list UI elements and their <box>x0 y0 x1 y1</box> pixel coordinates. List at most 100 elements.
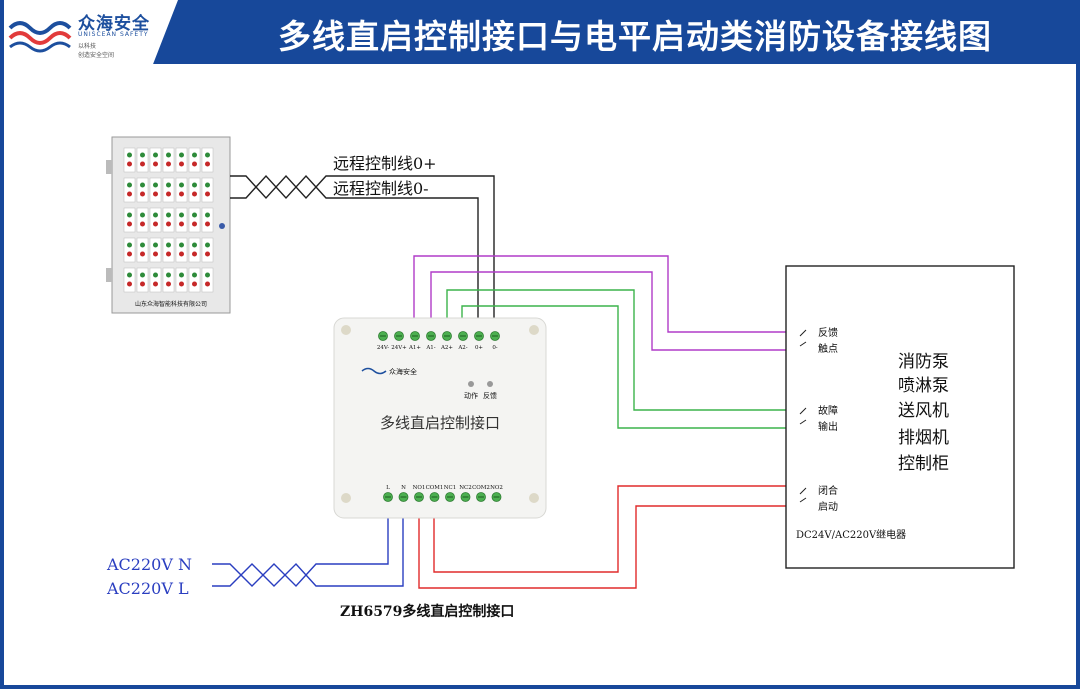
panel-button <box>201 267 214 293</box>
remote-wires <box>230 174 495 330</box>
panel-button <box>149 147 162 173</box>
remote-plus-label: 远程控制线0+ <box>333 154 437 173</box>
panel-button <box>162 177 175 203</box>
module-caption: ZH6579多线直启控制接口 <box>340 603 514 620</box>
fault-output-label-1: 故障 <box>818 404 838 417</box>
logo-name: 众海安全 <box>78 14 150 34</box>
panel-button <box>136 267 149 293</box>
panel-button <box>175 237 188 263</box>
cabinet-line-3: 送风机 <box>898 401 949 421</box>
cabinet-line-1: 消防泵 <box>898 352 949 372</box>
bottom-terminal-label: NC2 <box>459 485 472 491</box>
panel-button <box>201 207 214 233</box>
top-terminal: A2- <box>457 331 468 351</box>
bottom-terminal: NO1 <box>413 485 426 502</box>
panel-button <box>149 237 162 263</box>
top-terminal-label: 0- <box>492 345 497 351</box>
ac-l-label: AC220V L <box>106 579 189 598</box>
panel-button <box>162 237 175 263</box>
header-bar <box>0 0 1080 64</box>
bottom-terminal-label: NO1 <box>413 485 426 491</box>
relay-label: DC24V/AC220V继电器 <box>796 528 906 541</box>
page-title: 多线直启控制接口与电平启动类消防设备接线图 <box>278 17 992 56</box>
panel-button <box>175 147 188 173</box>
logo-tagline-1: 以科技 <box>78 43 97 50</box>
bottom-terminal-label: COM1 <box>426 485 444 491</box>
top-terminal-label: 24V+ <box>391 345 407 351</box>
power-wires <box>212 502 404 588</box>
panel-button <box>162 207 175 233</box>
logo-area: 众海安全 UNISCEAN SAFETY 以科技 创造安全空间 <box>0 0 178 64</box>
wave-logo-icon <box>8 21 72 53</box>
bottom-terminal: L <box>383 485 393 502</box>
panel-button <box>188 237 201 263</box>
panel-button <box>149 207 162 233</box>
top-terminal: 24V- <box>377 331 389 351</box>
top-terminal: 24V+ <box>391 331 407 351</box>
panel-button <box>201 237 214 263</box>
module-name: 多线直启控制接口 <box>380 414 500 432</box>
indicator-action-label: 动作 <box>464 391 478 400</box>
bottom-terminal-label: NC1 <box>444 485 457 491</box>
panel-button <box>188 207 201 233</box>
panel-button <box>188 267 201 293</box>
panel-button <box>123 237 136 263</box>
panel-button <box>162 267 175 293</box>
top-terminal: 0+ <box>474 331 484 351</box>
panel-button-grid <box>123 147 214 293</box>
logo-tagline-2: 创造安全空间 <box>78 52 115 59</box>
indicator-feedback-label: 反馈 <box>483 391 497 400</box>
panel-button <box>123 267 136 293</box>
feedback-contact-label-2: 触点 <box>818 342 838 355</box>
top-terminal-block: 24V-24V+A1+ A1- A2+ A2- 0+ 0- <box>377 331 500 351</box>
top-terminal-label: A2- <box>457 345 467 351</box>
panel-button <box>136 237 149 263</box>
cabinet-line-5: 控制柜 <box>898 454 949 474</box>
panel-button <box>136 207 149 233</box>
panel-button <box>188 147 201 173</box>
top-terminal: A2+ <box>440 331 453 351</box>
panel-button <box>201 147 214 173</box>
panel-button <box>123 207 136 233</box>
panel-button <box>175 207 188 233</box>
control-panel: 山东众海智能科技有限公司 <box>106 136 231 314</box>
bottom-terminal: COM1 <box>426 485 444 502</box>
remote-minus-label: 远程控制线0- <box>333 179 429 198</box>
close-start-label-2: 启动 <box>818 500 838 513</box>
bottom-terminal: NC1 <box>444 485 457 502</box>
panel-button <box>136 177 149 203</box>
top-terminal-label: A1+ <box>408 345 421 351</box>
fire-equipment-cabinet: 反馈 触点 故障 输出 闭合 启动 消防泵 喷淋泵 送风机 排烟机 控制柜 DC… <box>785 265 1015 569</box>
top-terminal-label: A1- <box>425 345 435 351</box>
panel-button <box>188 177 201 203</box>
bottom-terminal: N <box>398 485 409 502</box>
bottom-terminal: COM2 <box>472 485 490 502</box>
panel-button <box>149 177 162 203</box>
bottom-terminal: NC2 <box>459 485 472 502</box>
panel-caption: 山东众海智能科技有限公司 <box>135 300 207 308</box>
top-terminal: 0- <box>490 331 500 351</box>
panel-button <box>136 147 149 173</box>
bottom-terminal-label: NO2 <box>490 485 503 491</box>
bottom-terminal-label: N <box>401 485 406 491</box>
panel-button <box>123 147 136 173</box>
module-logo-icon <box>361 367 387 375</box>
bottom-terminal-label: COM2 <box>472 485 490 491</box>
top-terminal-label: 0+ <box>475 345 483 351</box>
top-terminal-label: A2+ <box>440 345 453 351</box>
panel-button <box>175 267 188 293</box>
top-terminal: A1- <box>425 331 436 351</box>
close-start-label-1: 闭合 <box>818 484 838 497</box>
feedback-contact-label-1: 反馈 <box>818 326 838 339</box>
cabinet-line-2: 喷淋泵 <box>898 376 949 396</box>
fault-output-label-2: 输出 <box>818 420 838 433</box>
panel-button <box>175 177 188 203</box>
top-terminal: A1+ <box>408 331 421 351</box>
bottom-terminal-label: L <box>386 485 390 491</box>
panel-button <box>149 267 162 293</box>
bottom-terminal: NO2 <box>490 485 503 502</box>
